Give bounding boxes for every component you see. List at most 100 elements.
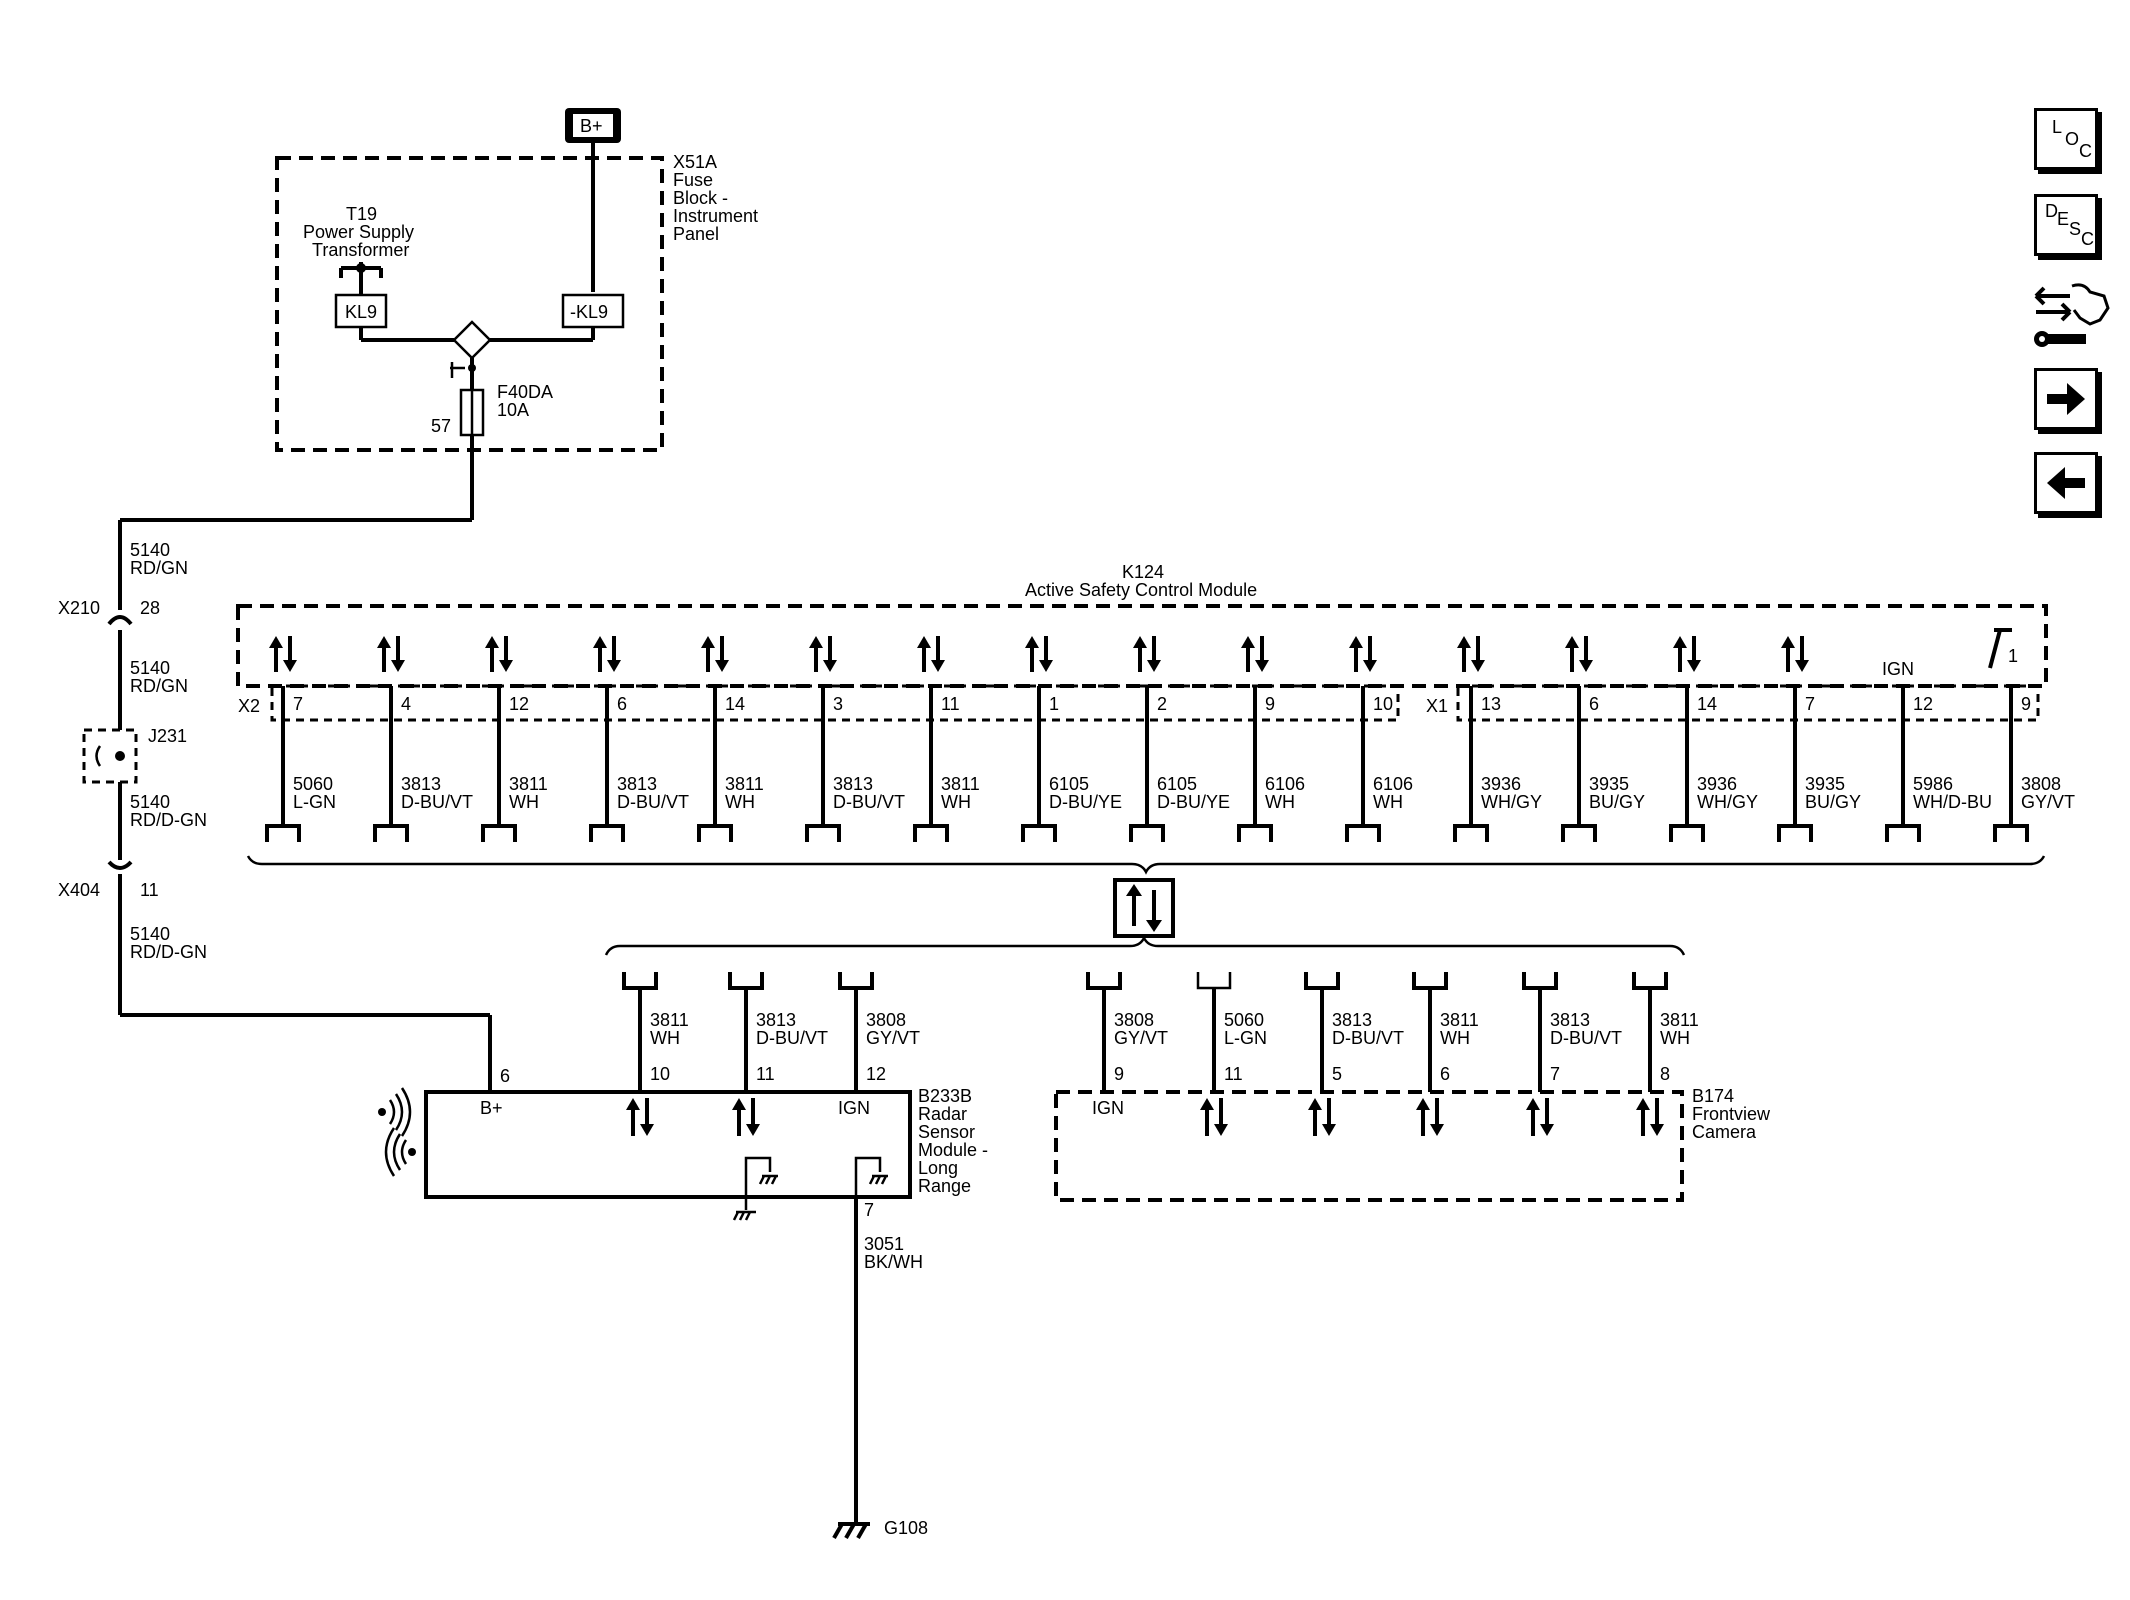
connector-x210: X210 <box>58 598 100 618</box>
circuit-number: 3935 <box>1589 774 1629 794</box>
wire-color: D-BU/VT <box>617 792 689 812</box>
circuit-number: 5986 <box>1913 774 1953 794</box>
arrow-left-icon <box>2047 467 2085 499</box>
svg-text:B233B: B233B <box>918 1086 972 1106</box>
bidirectional-arrow-icon <box>1133 636 1161 672</box>
wire-color: D-BU/VT <box>833 792 905 812</box>
module-id: K124 <box>1122 562 1164 582</box>
arrow-right-icon <box>2047 383 2085 415</box>
bidirectional-arrow-icon <box>626 1098 654 1136</box>
bus-arrows <box>1126 884 1162 932</box>
feed-wire2-circuit: 5140 <box>130 658 170 678</box>
pin-number: 11 <box>756 1064 775 1084</box>
svg-text:Sensor: Sensor <box>918 1122 975 1142</box>
circuit-number: 3813 <box>401 774 441 794</box>
circuit-number: 6105 <box>1049 774 1089 794</box>
svg-text:B174: B174 <box>1692 1086 1734 1106</box>
terminal-symbol <box>1129 824 1165 842</box>
wire-color: D-BU/VT <box>1332 1028 1404 1048</box>
pin-number: 2 <box>1157 694 1167 714</box>
terminal-symbol <box>1993 824 2029 842</box>
circuit-number: 3811 <box>941 774 980 794</box>
camera-label: B174 Frontview Camera <box>1692 1086 1771 1142</box>
terminal-symbol <box>622 972 658 990</box>
wire-color: WH/GY <box>1481 792 1542 812</box>
fuse-pin: 57 <box>431 416 451 436</box>
component-service-icon[interactable] <box>2030 280 2112 352</box>
circuit-number: 3811 <box>1660 1010 1699 1030</box>
pin-number: 4 <box>401 694 411 714</box>
circuit-number: 3811 <box>725 774 764 794</box>
device-pins: 3811WH103813D-BU/VT113808GY/VT123808GY/V… <box>622 972 1699 1136</box>
pin-number: 8 <box>1660 1064 1670 1084</box>
feed-wire1-color: RD/GN <box>130 558 188 578</box>
pin-number: 7 <box>293 694 303 714</box>
terminal-symbol <box>1021 824 1057 842</box>
previous-page-button[interactable] <box>2034 452 2098 514</box>
wire-color: D-BU/VT <box>756 1028 828 1048</box>
bidirectional-arrow-icon <box>1308 1098 1336 1136</box>
bidirectional-arrow-icon <box>1565 636 1593 672</box>
transformer-label: T19 Power Supply Transformer <box>303 204 414 260</box>
ground-wire-color: BK/WH <box>864 1252 923 1272</box>
ground-g108-label: G108 <box>884 1518 928 1538</box>
bidirectional-arrow-icon <box>377 636 405 672</box>
pin-number: 10 <box>650 1064 670 1084</box>
module-k124-outline <box>236 604 2048 688</box>
svg-text:Module -: Module - <box>918 1140 988 1160</box>
wire-color: WH <box>725 792 755 812</box>
svg-text:Range: Range <box>918 1176 971 1196</box>
pin-number: 9 <box>1265 694 1275 714</box>
connector-x210-pin: 28 <box>140 598 160 618</box>
fuse-block-label: X51A Fuse Block - Instrument Panel <box>673 152 758 244</box>
pin-number: 1 <box>1049 694 1059 714</box>
wire-color: WH/GY <box>1697 792 1758 812</box>
connector-x2-outline <box>270 684 1400 722</box>
loc-button[interactable]: L O C <box>2034 108 2098 170</box>
ground-wire-circuit: 3051 <box>864 1234 904 1254</box>
svg-text:Fuse: Fuse <box>673 170 713 190</box>
radar-wave-icon <box>378 1087 416 1177</box>
bidirectional-arrow-icon <box>1457 636 1485 672</box>
desc-button[interactable]: D E S C <box>2034 194 2098 256</box>
bidirectional-arrow-icon <box>1349 636 1377 672</box>
connector-x210-symbol <box>107 615 133 626</box>
terminal-symbol <box>1885 824 1921 842</box>
wire-color: D-BU/YE <box>1157 792 1230 812</box>
pin-number: 9 <box>1114 1064 1124 1084</box>
terminal-symbol <box>373 824 409 842</box>
wire-color: WH <box>650 1028 680 1048</box>
wire-color: WH <box>1265 792 1295 812</box>
wire-color: GY/VT <box>1114 1028 1168 1048</box>
feed-wire3-color: RD/D-GN <box>130 810 207 830</box>
kl9-label: KL9 <box>345 302 377 322</box>
terminal-symbol <box>697 824 733 842</box>
wire-color: GY/VT <box>866 1028 920 1048</box>
svg-text:Long: Long <box>918 1158 958 1178</box>
terminal-symbol <box>805 824 841 842</box>
terminal-symbol <box>1196 972 1232 990</box>
circuit-number: 3935 <box>1805 774 1845 794</box>
wire-color: WH <box>509 792 539 812</box>
radar-module-outline <box>424 1090 912 1199</box>
connector-x404-pin: 11 <box>140 880 159 900</box>
wire-color: WH <box>1660 1028 1690 1048</box>
ground-g108-symbol <box>832 1522 870 1539</box>
terminal-symbol <box>1522 972 1558 990</box>
bidirectional-arrow-icon <box>1416 1098 1444 1136</box>
next-page-button[interactable] <box>2034 368 2098 430</box>
svg-text:X51A: X51A <box>673 152 717 172</box>
wire-color: BU/GY <box>1805 792 1861 812</box>
feed-wire3-circuit: 5140 <box>130 792 170 812</box>
